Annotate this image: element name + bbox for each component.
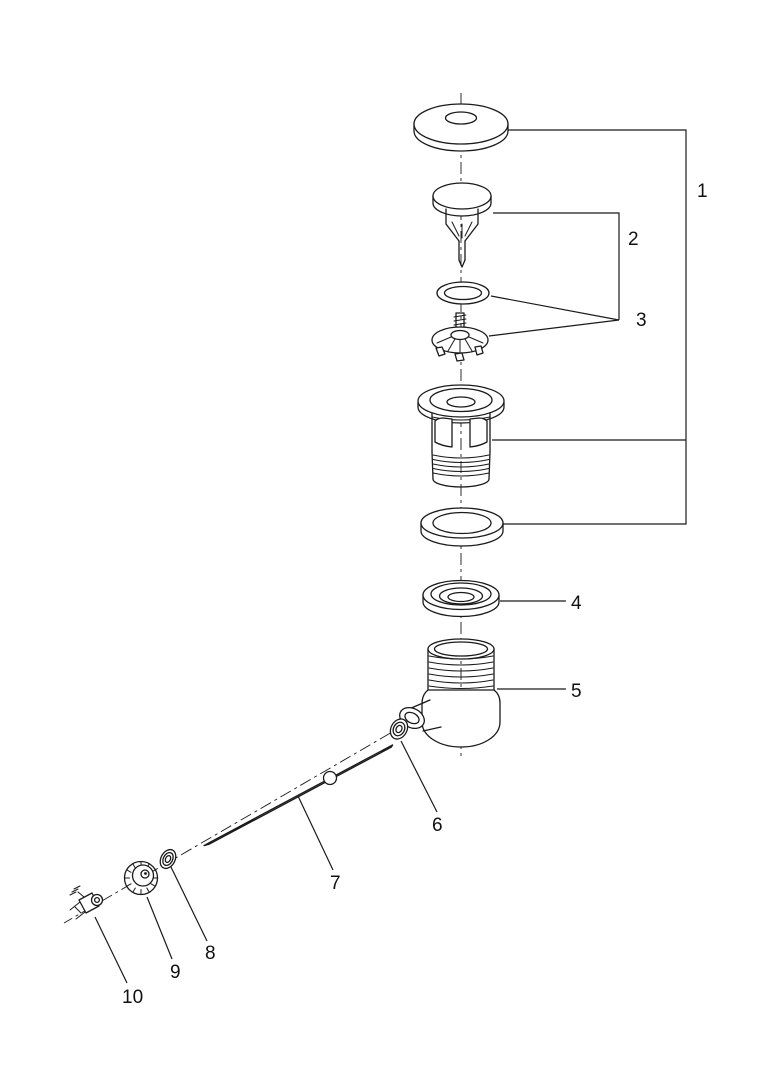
- leader-10: [94, 916, 128, 984]
- part-label-3: 3: [636, 310, 647, 331]
- part-label-6: 6: [432, 815, 443, 836]
- part-label-2: 2: [628, 229, 639, 250]
- pivot-rod: [203, 744, 394, 847]
- part-label-10: 10: [122, 987, 143, 1008]
- waste-body: [399, 638, 501, 748]
- plug-stopper: [432, 182, 492, 268]
- waste-flange-body: [417, 384, 505, 488]
- part-label-4: 4: [571, 593, 582, 614]
- o-ring: [436, 281, 490, 305]
- knurled-nut: [123, 860, 159, 896]
- leader-1: [492, 129, 687, 525]
- leader-8: [170, 866, 208, 942]
- cover-cap: [413, 103, 509, 152]
- part-label-9: 9: [170, 962, 181, 983]
- small-washer: [159, 848, 177, 870]
- part-label-5: 5: [571, 681, 582, 702]
- leader-3: [488, 295, 620, 337]
- part-labels: 1 2 3 4 5 6 7 8 9 10: [122, 181, 708, 1008]
- clevis-screw: [69, 885, 104, 920]
- leader-lines: [94, 129, 687, 984]
- pivot-washer: [389, 718, 409, 740]
- part-label-8: 8: [205, 943, 216, 964]
- pivot-rod-ball: [322, 770, 338, 786]
- part-label-7: 7: [330, 873, 341, 894]
- leader-9: [146, 896, 173, 960]
- part-label-1: 1: [697, 181, 708, 202]
- sealing-ring: [420, 507, 504, 547]
- valve-insert: [431, 312, 489, 362]
- leader-7: [297, 795, 334, 871]
- centerline-diagonal: [63, 709, 431, 924]
- leader-6: [400, 740, 438, 813]
- tapered-gasket: [422, 579, 500, 618]
- leader-2: [493, 212, 620, 320]
